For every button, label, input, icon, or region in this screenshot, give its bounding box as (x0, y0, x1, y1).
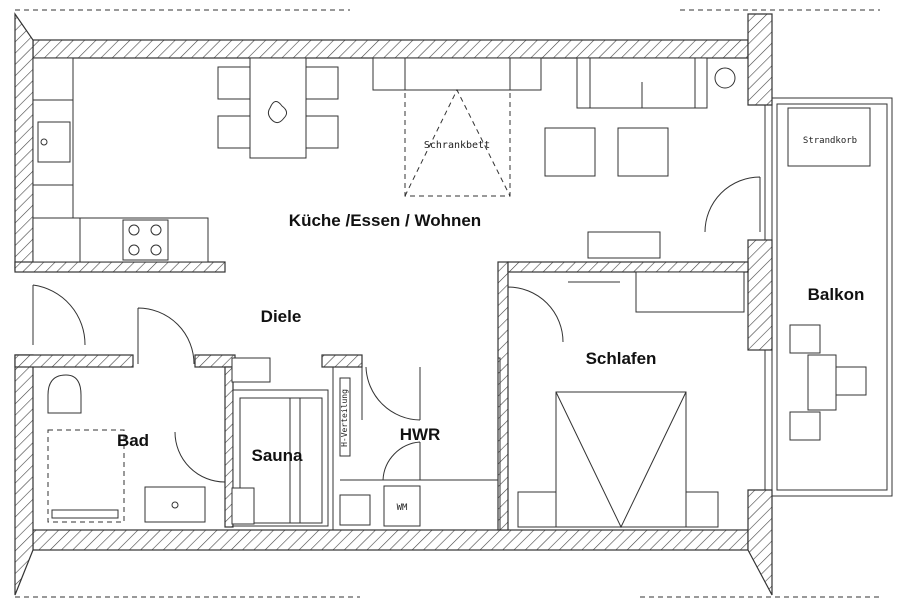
room-label-balcony: Balkon (808, 285, 865, 304)
distribution-box (339, 377, 351, 457)
beach-chair: Strandkorb (787, 107, 871, 167)
washbasin (144, 486, 206, 523)
bedroom-furniture (517, 271, 745, 529)
utility-cabinet (339, 494, 371, 526)
distribution-label: H-Verteilung (340, 389, 349, 447)
bath-fixtures (47, 374, 206, 523)
room-label-bedroom: Schlafen (586, 349, 657, 368)
room-label-hall: Diele (261, 307, 302, 326)
sofa (576, 57, 736, 109)
murphy-bed: Schrankbett (372, 57, 542, 197)
balcony-table (789, 324, 867, 441)
room-label-utility: HWR (400, 425, 441, 444)
sauna-cabin (231, 357, 329, 527)
murphy-bed-label: Schrankbett (424, 140, 490, 151)
beach-chair-label: Strandkorb (803, 136, 857, 146)
room-label-sauna: Sauna (251, 446, 303, 465)
interior-walls (14, 261, 749, 531)
kitchen-counter (32, 57, 209, 263)
dining-table (217, 57, 339, 159)
sink (37, 121, 71, 163)
washing-machine-label: WM (397, 503, 408, 513)
room-label-kitchen-living: Küche /Essen / Wohnen (289, 211, 481, 230)
tv-sideboard (587, 231, 661, 259)
balcony-area (764, 97, 893, 497)
armchair-right (617, 127, 669, 177)
armchair-left (544, 127, 596, 177)
cooktop (122, 219, 169, 261)
room-label-bath: Bad (117, 431, 149, 450)
doors (32, 176, 761, 483)
washing-machine (383, 485, 421, 527)
